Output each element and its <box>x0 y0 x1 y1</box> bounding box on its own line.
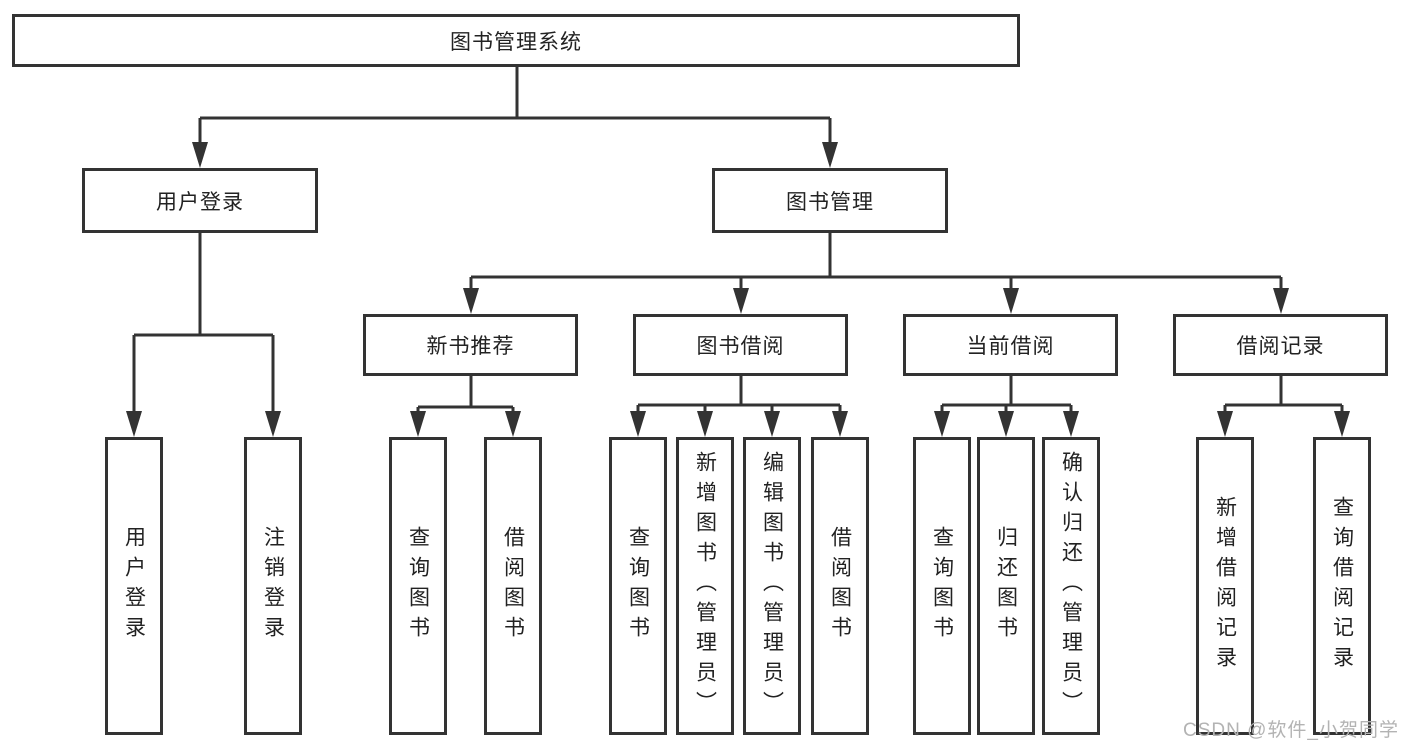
node-book-management: 图书管理 <box>712 168 948 233</box>
node-new-book-recommend: 新书推荐 <box>363 314 578 376</box>
node-user-login: 用户登录 <box>82 168 318 233</box>
leaf-query-books-current: 查询图书 <box>913 437 971 735</box>
leaf-confirm-return-admin: 确认归还（管理员） <box>1042 437 1100 735</box>
leaf-return-books: 归还图书 <box>977 437 1035 735</box>
leaf-add-books-admin: 新增图书（管理员） <box>676 437 734 735</box>
leaf-edit-books-admin: 编辑图书（管理员） <box>743 437 801 735</box>
node-root-system: 图书管理系统 <box>12 14 1020 67</box>
watermark: CSDN @软件_小贺同学 <box>1183 720 1399 741</box>
leaf-borrow-books-borrowing: 借阅图书 <box>811 437 869 735</box>
leaf-user-login: 用户登录 <box>105 437 163 735</box>
leaf-add-borrow-record: 新增借阅记录 <box>1196 437 1254 735</box>
node-book-borrowing: 图书借阅 <box>633 314 848 376</box>
leaf-query-books-recommend: 查询图书 <box>389 437 447 735</box>
leaf-borrow-books-recommend: 借阅图书 <box>484 437 542 735</box>
node-current-borrowing: 当前借阅 <box>903 314 1118 376</box>
leaf-logout: 注销登录 <box>244 437 302 735</box>
arrowheads <box>126 142 1350 437</box>
leaf-query-borrow-record: 查询借阅记录 <box>1313 437 1371 735</box>
leaf-query-books-borrowing: 查询图书 <box>609 437 667 735</box>
node-borrowing-records: 借阅记录 <box>1173 314 1388 376</box>
